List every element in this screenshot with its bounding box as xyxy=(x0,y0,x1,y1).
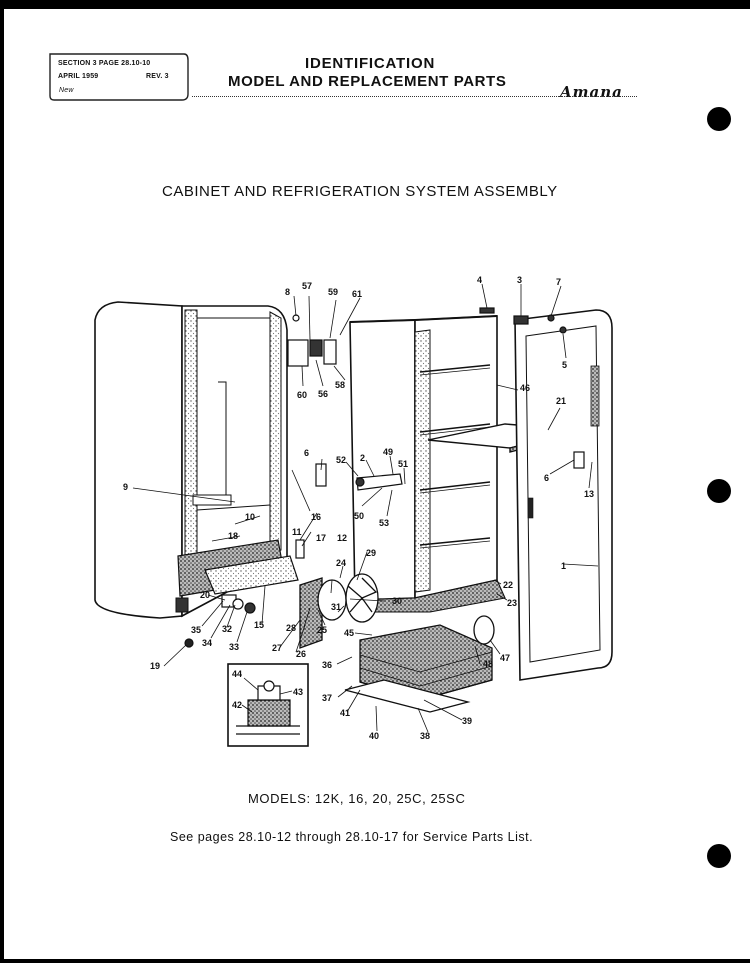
section-rev: REV. 3 xyxy=(146,73,169,80)
callout-61: 61 xyxy=(352,289,362,299)
callout-2: 2 xyxy=(360,453,365,463)
callout-labels: 1 2 3 4 5 6 6 7 8 9 10 11 12 13 15 16 17… xyxy=(123,275,594,741)
callout-50: 50 xyxy=(354,511,364,521)
callout-20: 20 xyxy=(200,590,210,600)
callout-32: 32 xyxy=(222,624,232,634)
callout-30: 30 xyxy=(392,596,402,606)
header-title-parts: MODEL AND REPLACEMENT PARTS xyxy=(228,73,507,90)
section-date: APRIL 1959 xyxy=(58,73,99,80)
callout-43: 43 xyxy=(293,687,303,697)
left-door xyxy=(94,301,288,619)
callout-29: 29 xyxy=(366,548,376,558)
callout-53: 53 xyxy=(379,518,389,528)
base-hardware xyxy=(184,555,299,648)
callout-22: 22 xyxy=(503,580,513,590)
callout-49: 49 xyxy=(383,447,393,457)
callout-27: 27 xyxy=(272,643,282,653)
right-door-panel xyxy=(514,309,613,681)
callout-23: 23 xyxy=(507,598,517,608)
callout-24: 24 xyxy=(336,558,346,568)
callout-37: 37 xyxy=(322,693,332,703)
callout-48: 48 xyxy=(483,659,493,669)
callout-58: 58 xyxy=(335,380,345,390)
callout-4: 4 xyxy=(477,275,482,285)
callout-3: 3 xyxy=(517,275,522,285)
callout-21: 21 xyxy=(556,396,566,406)
callout-26: 26 xyxy=(296,649,306,659)
callout-31: 31 xyxy=(331,602,341,612)
callout-12: 12 xyxy=(337,533,347,543)
callout-17: 17 xyxy=(316,533,326,543)
callout-11: 11 xyxy=(292,527,302,537)
section-info-box: SECTION 3 PAGE 28.10-10 APRIL 1959 REV. … xyxy=(46,50,191,104)
callout-15: 15 xyxy=(254,620,264,630)
callout-35: 35 xyxy=(191,625,201,635)
callout-34: 34 xyxy=(202,638,212,648)
callout-46: 46 xyxy=(520,383,530,393)
callout-1: 1 xyxy=(561,561,566,571)
callout-52: 52 xyxy=(336,455,346,465)
callout-25: 25 xyxy=(317,625,327,635)
punch-hole-middle xyxy=(707,479,731,503)
callout-36: 36 xyxy=(322,660,332,670)
callout-13: 13 xyxy=(584,489,594,499)
fan-motor-assembly xyxy=(299,573,379,649)
callout-6-left: 6 xyxy=(304,448,309,458)
models-line: MODELS: 12K, 16, 20, 25C, 25SC xyxy=(248,791,466,806)
callout-9: 9 xyxy=(123,482,128,492)
callout-57: 57 xyxy=(302,281,312,291)
callout-42: 42 xyxy=(232,700,242,710)
callout-16: 16 xyxy=(311,512,321,522)
service-parts-note: See pages 28.10-12 through 28.10-17 for … xyxy=(170,830,534,844)
callout-47: 47 xyxy=(500,653,510,663)
header-divider xyxy=(192,96,637,97)
diagram-title: CABINET AND REFRIGERATION SYSTEM ASSEMBL… xyxy=(162,183,558,200)
left-scan-border xyxy=(0,0,4,963)
callout-38: 38 xyxy=(420,731,430,741)
leader-lines xyxy=(132,283,599,733)
callout-59: 59 xyxy=(328,287,338,297)
callout-10: 10 xyxy=(245,512,255,522)
callout-8: 8 xyxy=(285,287,290,297)
section-status: New xyxy=(59,87,74,94)
callout-40: 40 xyxy=(369,731,379,741)
punch-hole-top xyxy=(707,107,731,131)
callout-6-right: 6 xyxy=(544,473,549,483)
callout-39: 39 xyxy=(462,716,472,726)
callout-19: 19 xyxy=(150,661,160,671)
bottom-scan-border xyxy=(0,959,750,963)
section-page-ref: SECTION 3 PAGE 28.10-10 xyxy=(58,60,151,67)
callout-18: 18 xyxy=(228,531,238,541)
callout-5: 5 xyxy=(562,360,567,370)
callout-51: 51 xyxy=(398,459,408,469)
callout-44: 44 xyxy=(232,669,242,679)
callout-7: 7 xyxy=(556,277,561,287)
header-title-identification: IDENTIFICATION xyxy=(305,55,436,72)
cabinet-body xyxy=(349,315,506,613)
callout-33: 33 xyxy=(229,642,239,652)
compressor-condenser-unit xyxy=(344,615,495,713)
callout-28: 28 xyxy=(286,623,296,633)
callout-60: 60 xyxy=(297,390,307,400)
inset-detail-box xyxy=(227,663,309,747)
punch-hole-bottom xyxy=(707,844,731,868)
section-box-outline xyxy=(49,53,189,101)
callout-45: 45 xyxy=(344,628,354,638)
top-scan-border xyxy=(0,0,750,9)
callout-56: 56 xyxy=(318,389,328,399)
callout-41: 41 xyxy=(340,708,350,718)
